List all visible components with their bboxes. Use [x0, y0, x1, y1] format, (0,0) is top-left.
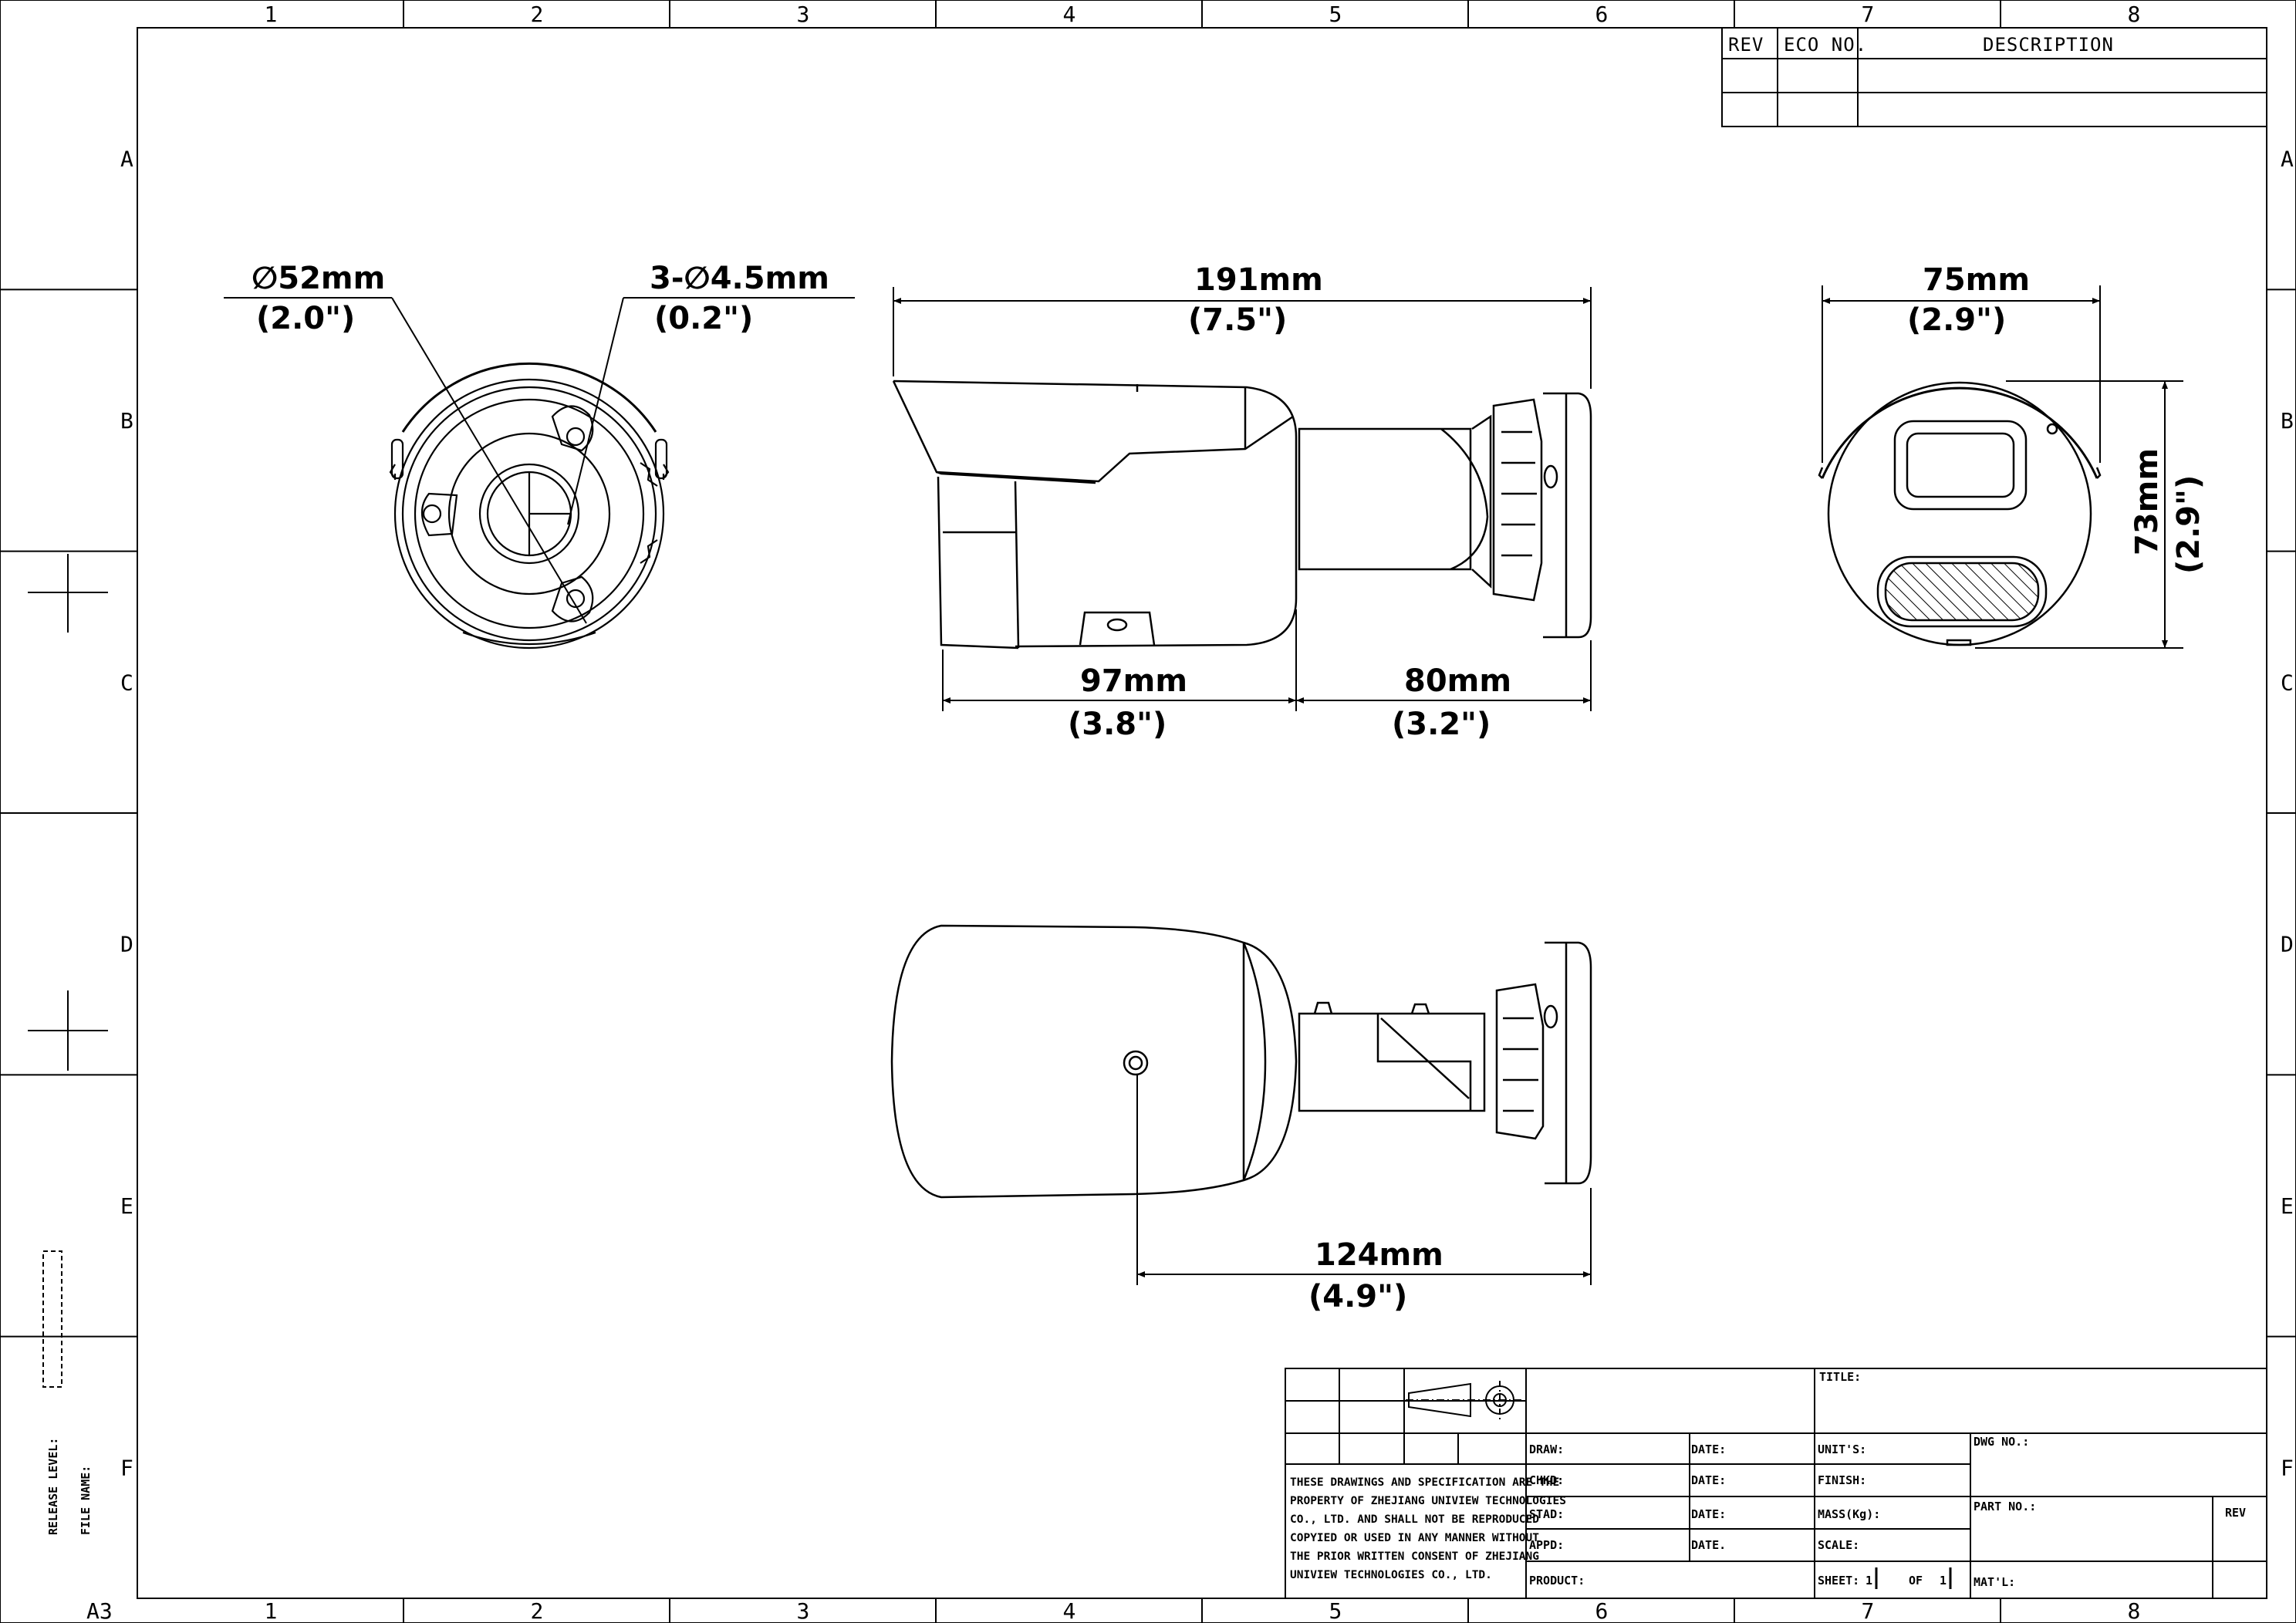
units-label: UNIT'S: — [1818, 1442, 1866, 1456]
dim-height-73-in: (2.9") — [2171, 475, 2207, 574]
notice-line: THESE DRAWINGS AND SPECIFICATION ARE THE — [1290, 1476, 1559, 1489]
dim-mount-80-in: (3.2") — [1392, 707, 1491, 742]
notice-line: COPYIED OR USED IN ANY MANNER WITHOUT — [1290, 1532, 1539, 1544]
dim-diameter-52-in: (2.0") — [256, 301, 355, 336]
notice-line: UNIVIEW TECHNOLOGIES CO., LTD. — [1290, 1569, 1492, 1581]
proprietary-notice: THESE DRAWINGS AND SPECIFICATION ARE THE… — [1290, 1476, 1566, 1581]
grid-column-label: 7 — [1862, 1598, 1875, 1623]
projection-symbol-icon — [1406, 1381, 1521, 1419]
grid-row-label: C — [2281, 670, 2294, 695]
part-no-label: PART NO.: — [1974, 1500, 2036, 1513]
dim-body-97-mm: 97mm — [1080, 663, 1187, 699]
grid-column-label: 3 — [797, 2, 810, 27]
grid-column-label: 5 — [1329, 1598, 1342, 1623]
notice-line: PROPERTY OF ZHEJIANG UNIVIEW TECHNOLOGIE… — [1290, 1495, 1566, 1507]
grid-row-label: B — [2281, 408, 2294, 434]
grid-column-label: 2 — [531, 1598, 544, 1623]
title-label: TITLE: — [1819, 1370, 1861, 1384]
dim-screw-124-in: (4.9") — [1308, 1279, 1407, 1314]
dim-length-191-mm: 191mm — [1194, 262, 1323, 298]
title-block-lines — [1285, 1368, 2267, 1599]
grid-column-label: 2 — [531, 2, 544, 27]
side-view-camera — [892, 380, 1592, 650]
dim-holes-in: (0.2") — [654, 301, 753, 336]
grid-column-label: 1 — [265, 1598, 278, 1623]
dim-diameter-52-mm: ∅52mm — [252, 261, 385, 296]
grid-column-label: 4 — [1063, 2, 1076, 27]
chkd-label: CHKD: — [1529, 1473, 1564, 1487]
grid-column-label: 3 — [797, 1598, 810, 1623]
grid-column-label: 7 — [1862, 2, 1875, 27]
notice-line: CO., LTD. AND SHALL NOT BE REPRODUCED — [1290, 1513, 1539, 1526]
appd-label: APPD: — [1529, 1538, 1564, 1552]
side-view-camera-lower — [890, 924, 1592, 1199]
dim-width-75-mm: 75mm — [1923, 262, 2030, 298]
rev-header: REV — [1728, 34, 1764, 56]
date-label-3: DATE: — [1691, 1507, 1726, 1521]
draw-label: DRAW: — [1529, 1442, 1564, 1456]
rear-mount-view — [389, 362, 670, 650]
description-header: DESCRIPTION — [1983, 34, 2114, 56]
grid-row-label: A — [120, 147, 133, 172]
grid-column-label: 5 — [1329, 2, 1342, 27]
dim-length-191-in: (7.5") — [1188, 302, 1287, 338]
grid-column-label: 6 — [1595, 1598, 1609, 1623]
grid-row-label: E — [2281, 1193, 2294, 1219]
grid-row-label: F — [2281, 1455, 2294, 1480]
stad-label: STAD: — [1529, 1507, 1564, 1521]
grid-row-label: A — [2281, 147, 2294, 172]
grid-column-label: 8 — [2128, 1598, 2141, 1623]
dim-width-75-in: (2.9") — [1907, 302, 2006, 338]
dimension-lines-view2 — [893, 287, 1592, 711]
mass-label: MASS(Kg): — [1818, 1507, 1880, 1521]
registration-marks — [28, 554, 108, 1388]
eco-header: ECO NO. — [1784, 34, 1867, 56]
grid-row-label: E — [120, 1193, 133, 1219]
notice-line: THE PRIOR WRITTEN CONSENT OF ZHEJIANG — [1290, 1550, 1539, 1563]
grid-row-label: F — [120, 1455, 133, 1480]
grid-row-label: C — [120, 670, 133, 695]
revision-block — [1721, 27, 2267, 127]
dim-mount-80-mm: 80mm — [1404, 663, 1511, 699]
sheet-total: 1 — [1940, 1574, 1947, 1588]
file-name-label: FILE NAME: — [79, 1466, 93, 1535]
dim-holes-mm: 3-∅4.5mm — [650, 261, 829, 296]
grid-row-label: D — [120, 932, 133, 957]
dim-body-97-in: (3.8") — [1068, 707, 1167, 742]
dim-height-73-mm: 73mm — [2129, 448, 2165, 555]
sheet-number: 1 — [1866, 1574, 1872, 1588]
dimension-lines-view3 — [1822, 285, 2183, 649]
release-level-label: RELEASE LEVEL: — [46, 1438, 60, 1535]
dwg-no-label: DWG NO.: — [1974, 1435, 2029, 1449]
leader-lines-view1 — [224, 297, 855, 624]
scale-label: SCALE: — [1818, 1538, 1859, 1552]
product-label: PRODUCT: — [1529, 1574, 1585, 1588]
matl-label: MAT'L: — [1974, 1575, 2015, 1589]
finish-label: FINISH: — [1818, 1473, 1866, 1487]
grid-column-label: 4 — [1063, 1598, 1076, 1623]
grid-column-label: 6 — [1595, 2, 1609, 27]
rev-label: REV — [2225, 1506, 2246, 1520]
hatched-ir-window — [1886, 563, 2038, 620]
sheet-label: SHEET: — [1818, 1574, 1859, 1588]
dim-screw-124-mm: 124mm — [1315, 1237, 1443, 1273]
grid-column-label: 8 — [2128, 2, 2141, 27]
grid-column-label: 1 — [265, 2, 278, 27]
date-label-2: DATE: — [1691, 1473, 1726, 1487]
date-label-1: DATE: — [1691, 1442, 1726, 1456]
sheet-of-label: OF — [1909, 1574, 1923, 1588]
sheet-size-label: A3 — [86, 1598, 113, 1623]
grid-row-label: D — [2281, 932, 2294, 957]
grid-row-label: B — [120, 408, 133, 434]
date-label-4: DATE. — [1691, 1538, 1726, 1552]
dimension-lines-view4 — [1136, 1075, 1592, 1285]
